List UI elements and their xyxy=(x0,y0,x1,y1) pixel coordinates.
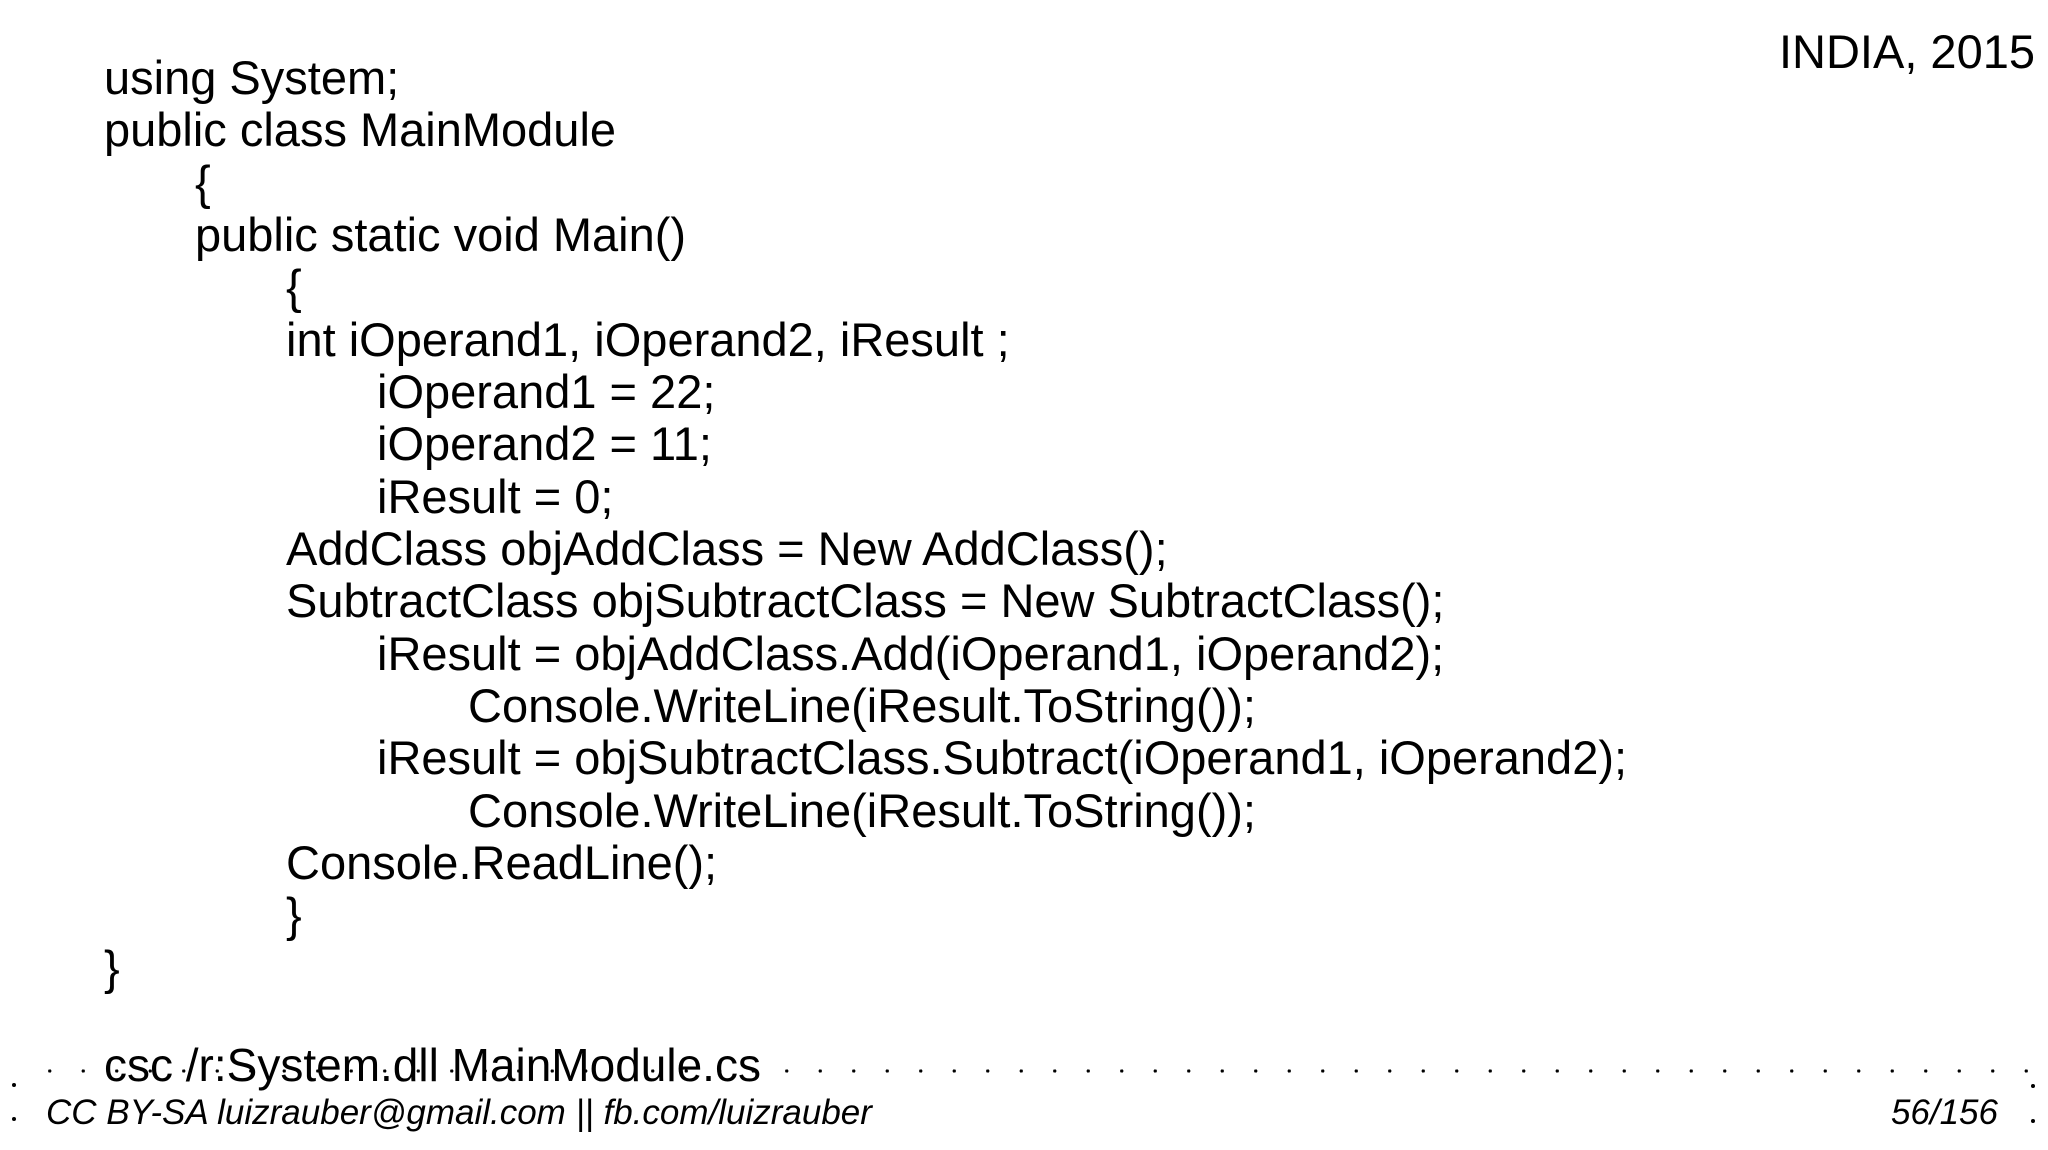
code-line-5: int iOperand1, iOperand2, iResult ; xyxy=(286,312,1010,366)
edge-dot xyxy=(12,1117,16,1121)
footer: CC BY-SA luizrauber@gmail.com || fb.com/… xyxy=(46,1095,1998,1130)
code-line-13: iResult = objSubtractClass.Subtract(iOpe… xyxy=(377,731,1628,785)
code-line-4: { xyxy=(286,260,302,314)
code-line-9: AddClass objAddClass = New AddClass(); xyxy=(286,521,1168,575)
license-attribution: CC BY-SA luizrauber@gmail.com || fb.com/… xyxy=(46,1093,872,1132)
code-line-0: using System; xyxy=(104,51,400,104)
code-line-1: public class MainModule xyxy=(104,103,617,157)
code-line-16: } xyxy=(286,888,302,942)
slide-page-number: 56/156 xyxy=(1890,1093,1998,1132)
code-line-7: iOperand2 = 11; xyxy=(377,417,712,471)
edge-dot xyxy=(12,1083,16,1087)
code-line-8: iResult = 0; xyxy=(377,469,614,523)
location-label: INDIA, 2015 xyxy=(1778,25,2035,78)
code-line-2: { xyxy=(195,155,211,209)
code-block: using System;public class MainModule{pub… xyxy=(0,51,2048,994)
code-line-17: } xyxy=(104,940,120,994)
code-line-14: Console.WriteLine(iResult.ToString()); xyxy=(468,783,1256,837)
code-line-10: SubtractClass objSubtractClass = New Sub… xyxy=(286,574,1445,628)
code-line-15: Console.ReadLine(); xyxy=(286,835,718,889)
code-line-6: iOperand1 = 22; xyxy=(377,364,716,418)
code-line-3: public static void Main() xyxy=(195,207,687,261)
edge-dot xyxy=(2031,1119,2035,1123)
compile-command: csc /r:System.dll MainModule.cs xyxy=(104,1039,761,1091)
edge-dot xyxy=(2031,1084,2035,1088)
code-line-11: iResult = objAddClass.Add(iOperand1, iOp… xyxy=(377,626,1445,680)
dotted-rule xyxy=(20,1069,2048,1073)
code-line-12: Console.WriteLine(iResult.ToString()); xyxy=(468,678,1256,732)
